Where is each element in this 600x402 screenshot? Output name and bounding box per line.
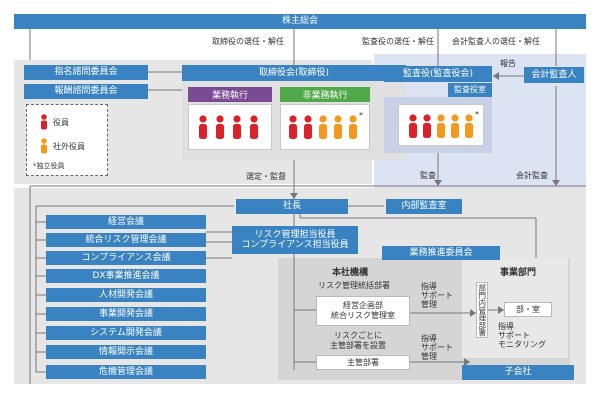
independent-legend-label: *独立役員: [33, 162, 65, 170]
outside-officer-figure: [451, 114, 459, 138]
director-election-label: 取締役の選任・解任: [212, 37, 284, 46]
board-of-directors: 取締役会(取締役): [182, 65, 406, 81]
meeting-item: DX事業推進会議: [46, 269, 206, 283]
officer-figure: [423, 114, 431, 138]
outside-officer-figure: [319, 115, 327, 139]
officer-legend-icon: [41, 114, 47, 130]
business-promotion-committee: 業務推進委員会: [382, 246, 500, 260]
executive-officers-box: [188, 104, 272, 150]
subsidiaries: 子会社: [462, 365, 574, 380]
meeting-item: 経営会議: [46, 215, 206, 229]
nomination-committee: 指名諮問委員会: [24, 65, 148, 80]
officer-figure: [233, 115, 241, 139]
meeting-item: 情報開示会議: [46, 345, 206, 359]
meeting-item: システム開発会議: [46, 326, 206, 340]
dept-office: 部・室: [504, 302, 552, 317]
report-label: 報告: [500, 59, 516, 68]
meeting-item: コンプライアンス会議: [46, 251, 206, 265]
auditor-office: 監査役室: [448, 83, 492, 97]
outside-officer-figure: [437, 114, 445, 138]
guidance-label-1: 指導 サポート 管理: [421, 282, 453, 310]
outside-officer-legend-label: 社外役員: [53, 142, 85, 151]
officer-figure: [409, 114, 417, 138]
non-executive-label: 非業務執行: [280, 87, 370, 102]
president: 社長: [236, 199, 348, 214]
accounting-auditor-election-label: 会計監査人の選任・解任: [452, 37, 540, 46]
hq-subtitle: リスク管理統括部署: [318, 281, 390, 290]
business-division-title: 事業部門: [500, 268, 537, 278]
outside-officer-figure: [349, 115, 357, 139]
officer-figure: [250, 115, 258, 139]
shareholders-meeting: 株主総会: [14, 14, 586, 29]
meeting-item: 事業開発会議: [46, 307, 206, 321]
officer-figure: [199, 115, 207, 139]
outside-officer-figure: [334, 115, 342, 139]
audit-label: 監査: [420, 171, 436, 180]
audit-board: 監査役(監査役会): [384, 66, 492, 82]
guidance-label-2: 指導 サポート 管理: [421, 334, 453, 362]
responsible-departments: 主管部署: [316, 355, 410, 370]
officer-figure: [304, 115, 312, 139]
risk-dept-note: リスクごとに 主管部署を設置: [330, 331, 386, 350]
legend-box: 役員 社外役員 *独立役員: [26, 104, 108, 176]
internal-mgmt-dept: 部門内管理部署: [476, 282, 488, 338]
executive-label: 業務執行: [188, 87, 272, 102]
internal-audit-office: 内部監査室: [386, 199, 462, 214]
outside-officer-figure: [465, 114, 473, 138]
non-executive-officers-box: *: [280, 104, 370, 150]
auditor-officers-box: *: [398, 104, 484, 146]
meeting-item: 統合リスク管理会議: [46, 233, 206, 247]
accounting-auditor: 会計監査人: [524, 67, 584, 83]
executive-officers: [199, 115, 258, 139]
independent-mark: *: [475, 110, 479, 119]
risk-compliance-officer: リスク管理担当役員 コンプライアンス担当役員: [232, 226, 358, 254]
guidance-monitoring-label: 指導 サポート モニタリング: [498, 322, 546, 350]
officer-figure: [216, 115, 224, 139]
outside-officer-legend-icon: [41, 138, 47, 154]
accounting-audit-label: 会計監査: [516, 171, 548, 180]
meeting-item: 人材開発会議: [46, 288, 206, 302]
hq-title: 本社機構: [332, 268, 369, 278]
meeting-item: 危機管理会議: [46, 365, 206, 379]
auditor-election-label: 監査役の選任・解任: [362, 37, 434, 46]
officer-legend-label: 役員: [53, 118, 69, 127]
mgmt-planning-dept: 経営企画部 統合リスク管理室: [316, 296, 410, 326]
compensation-committee: 報酬諮問委員会: [24, 84, 148, 99]
internal-mgmt-label: 部門内管理部署: [477, 283, 487, 337]
independent-mark: *: [359, 111, 363, 120]
officer-figure: [289, 115, 297, 139]
appoint-supervise-label: 選定・監督: [246, 172, 286, 181]
auditor-officers: *: [409, 110, 479, 138]
non-executive-officers: *: [289, 111, 363, 139]
